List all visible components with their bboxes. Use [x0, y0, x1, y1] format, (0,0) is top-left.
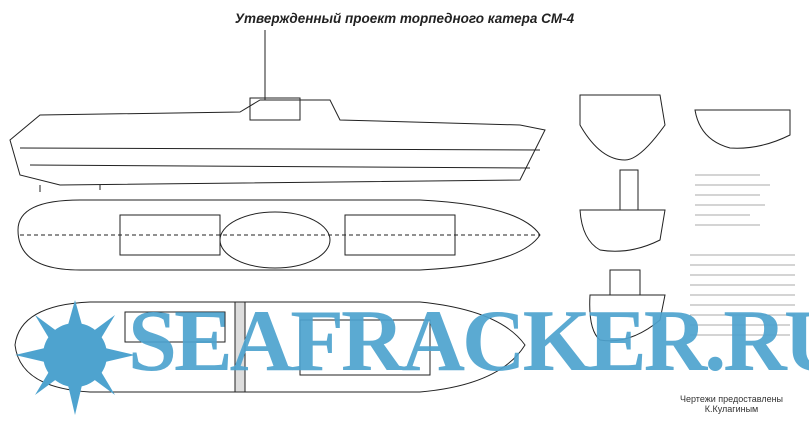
watermark-logo-icon [15, 300, 135, 415]
drawing-title: Утвержденный проект торпедного катера СМ… [234, 11, 575, 26]
credit-line-1: Чертежи предоставлены [680, 394, 784, 404]
deck-plan-view [17, 199, 541, 271]
credit-line-2: К.Кулагиным [704, 404, 759, 414]
side-profile-view [9, 30, 546, 192]
specification-notes [690, 174, 795, 336]
cross-section-views [579, 94, 791, 342]
credit-note: Чертежи предоставлены К.Кулагиным [680, 394, 783, 414]
hold-plan-view [14, 301, 526, 393]
watermark-text: SEAFRACKER.RU [128, 293, 809, 390]
